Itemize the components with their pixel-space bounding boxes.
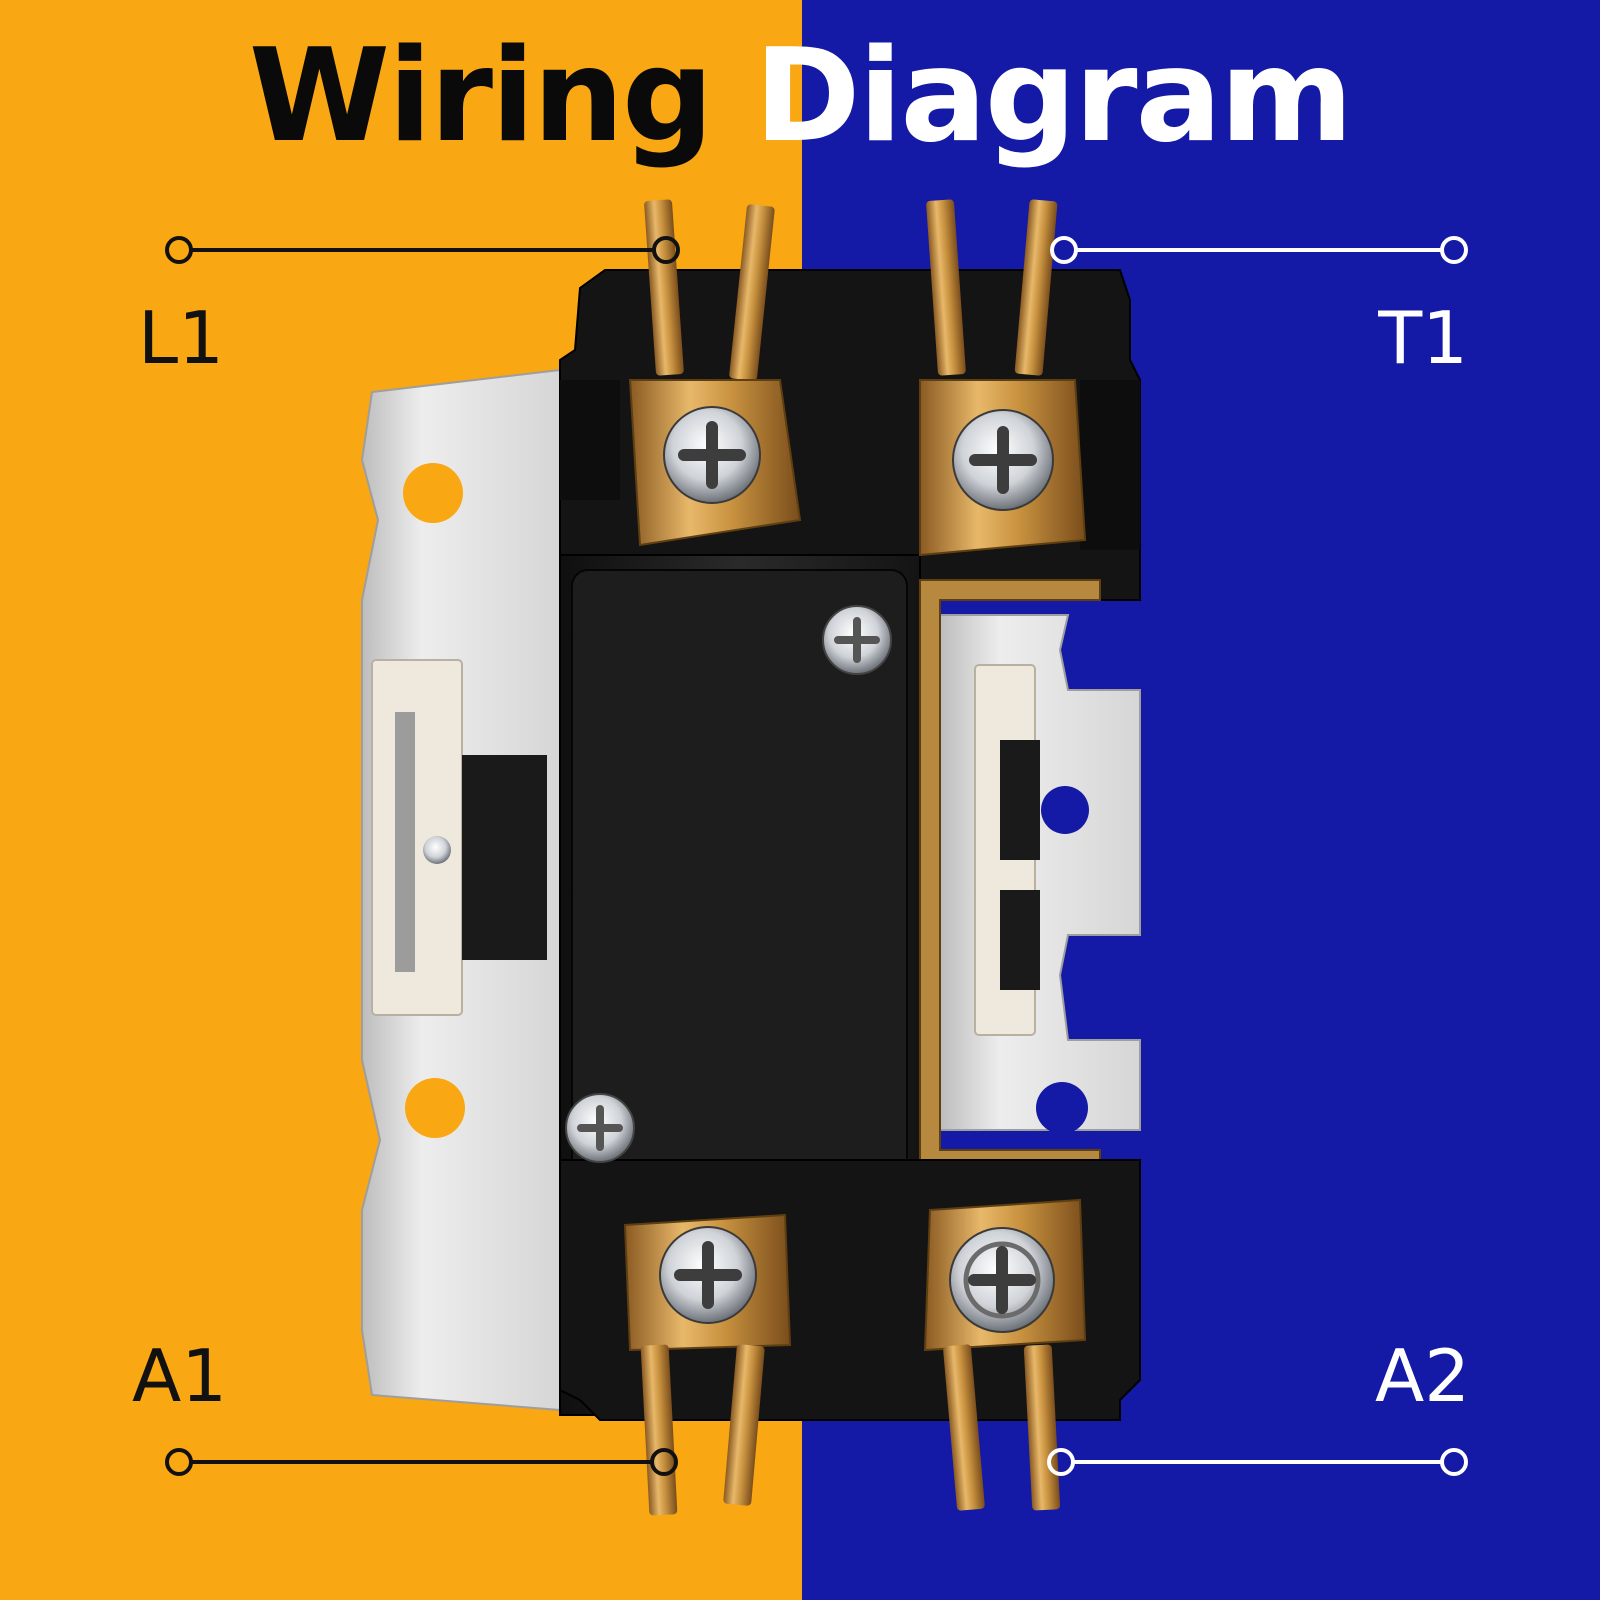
connector-line-l1 xyxy=(165,236,680,264)
terminal-t1-screw-slot xyxy=(969,426,1037,494)
terminal-a2-screw-slot xyxy=(968,1246,1036,1314)
title-word-wiring: Wiring xyxy=(248,22,714,171)
connector-line-a2 xyxy=(1047,1448,1468,1476)
left-coil-bracket xyxy=(371,659,463,1016)
connector-line-t1 xyxy=(1050,236,1468,264)
terminal-l1-screw-slot xyxy=(678,421,746,489)
terminal-l1-tab-b xyxy=(729,204,775,381)
terminal-a1-tab-b xyxy=(723,1344,765,1506)
right-mount-notch xyxy=(1036,1082,1088,1134)
terminal-label-a1: A1 xyxy=(132,1334,228,1418)
right-mount-hole xyxy=(1041,786,1089,834)
page-title: Wiring Diagram xyxy=(0,22,1600,172)
terminal-label-a2: A2 xyxy=(1374,1334,1470,1418)
connector-line-a1 xyxy=(165,1448,678,1476)
terminal-t1-tab-b xyxy=(1014,199,1058,376)
title-word-diagram: Diagram xyxy=(754,22,1353,171)
terminal-label-t1: T1 xyxy=(1378,296,1468,380)
terminal-a2-screw-ring xyxy=(963,1241,1041,1319)
terminal-t1-tab-a xyxy=(926,199,966,376)
left-armature xyxy=(462,755,547,960)
right-armature-lower xyxy=(1000,890,1040,990)
top-housing-right-block xyxy=(1080,380,1140,550)
terminal-a1-screw-slot xyxy=(674,1241,742,1309)
right-mounting-plate xyxy=(939,614,1141,1131)
left-spring-clip xyxy=(395,712,415,972)
body-screw-upper-slot xyxy=(834,617,880,663)
body-screw-lower-slot xyxy=(577,1105,623,1151)
terminal-a2-tab-a xyxy=(943,1344,985,1511)
left-rivet xyxy=(423,836,451,864)
left-mount-hole-bottom xyxy=(405,1078,465,1138)
terminal-label-l1: L1 xyxy=(138,296,224,380)
top-housing-left-block xyxy=(560,380,620,500)
right-armature xyxy=(1000,740,1040,860)
left-mount-hole-top xyxy=(403,463,463,523)
